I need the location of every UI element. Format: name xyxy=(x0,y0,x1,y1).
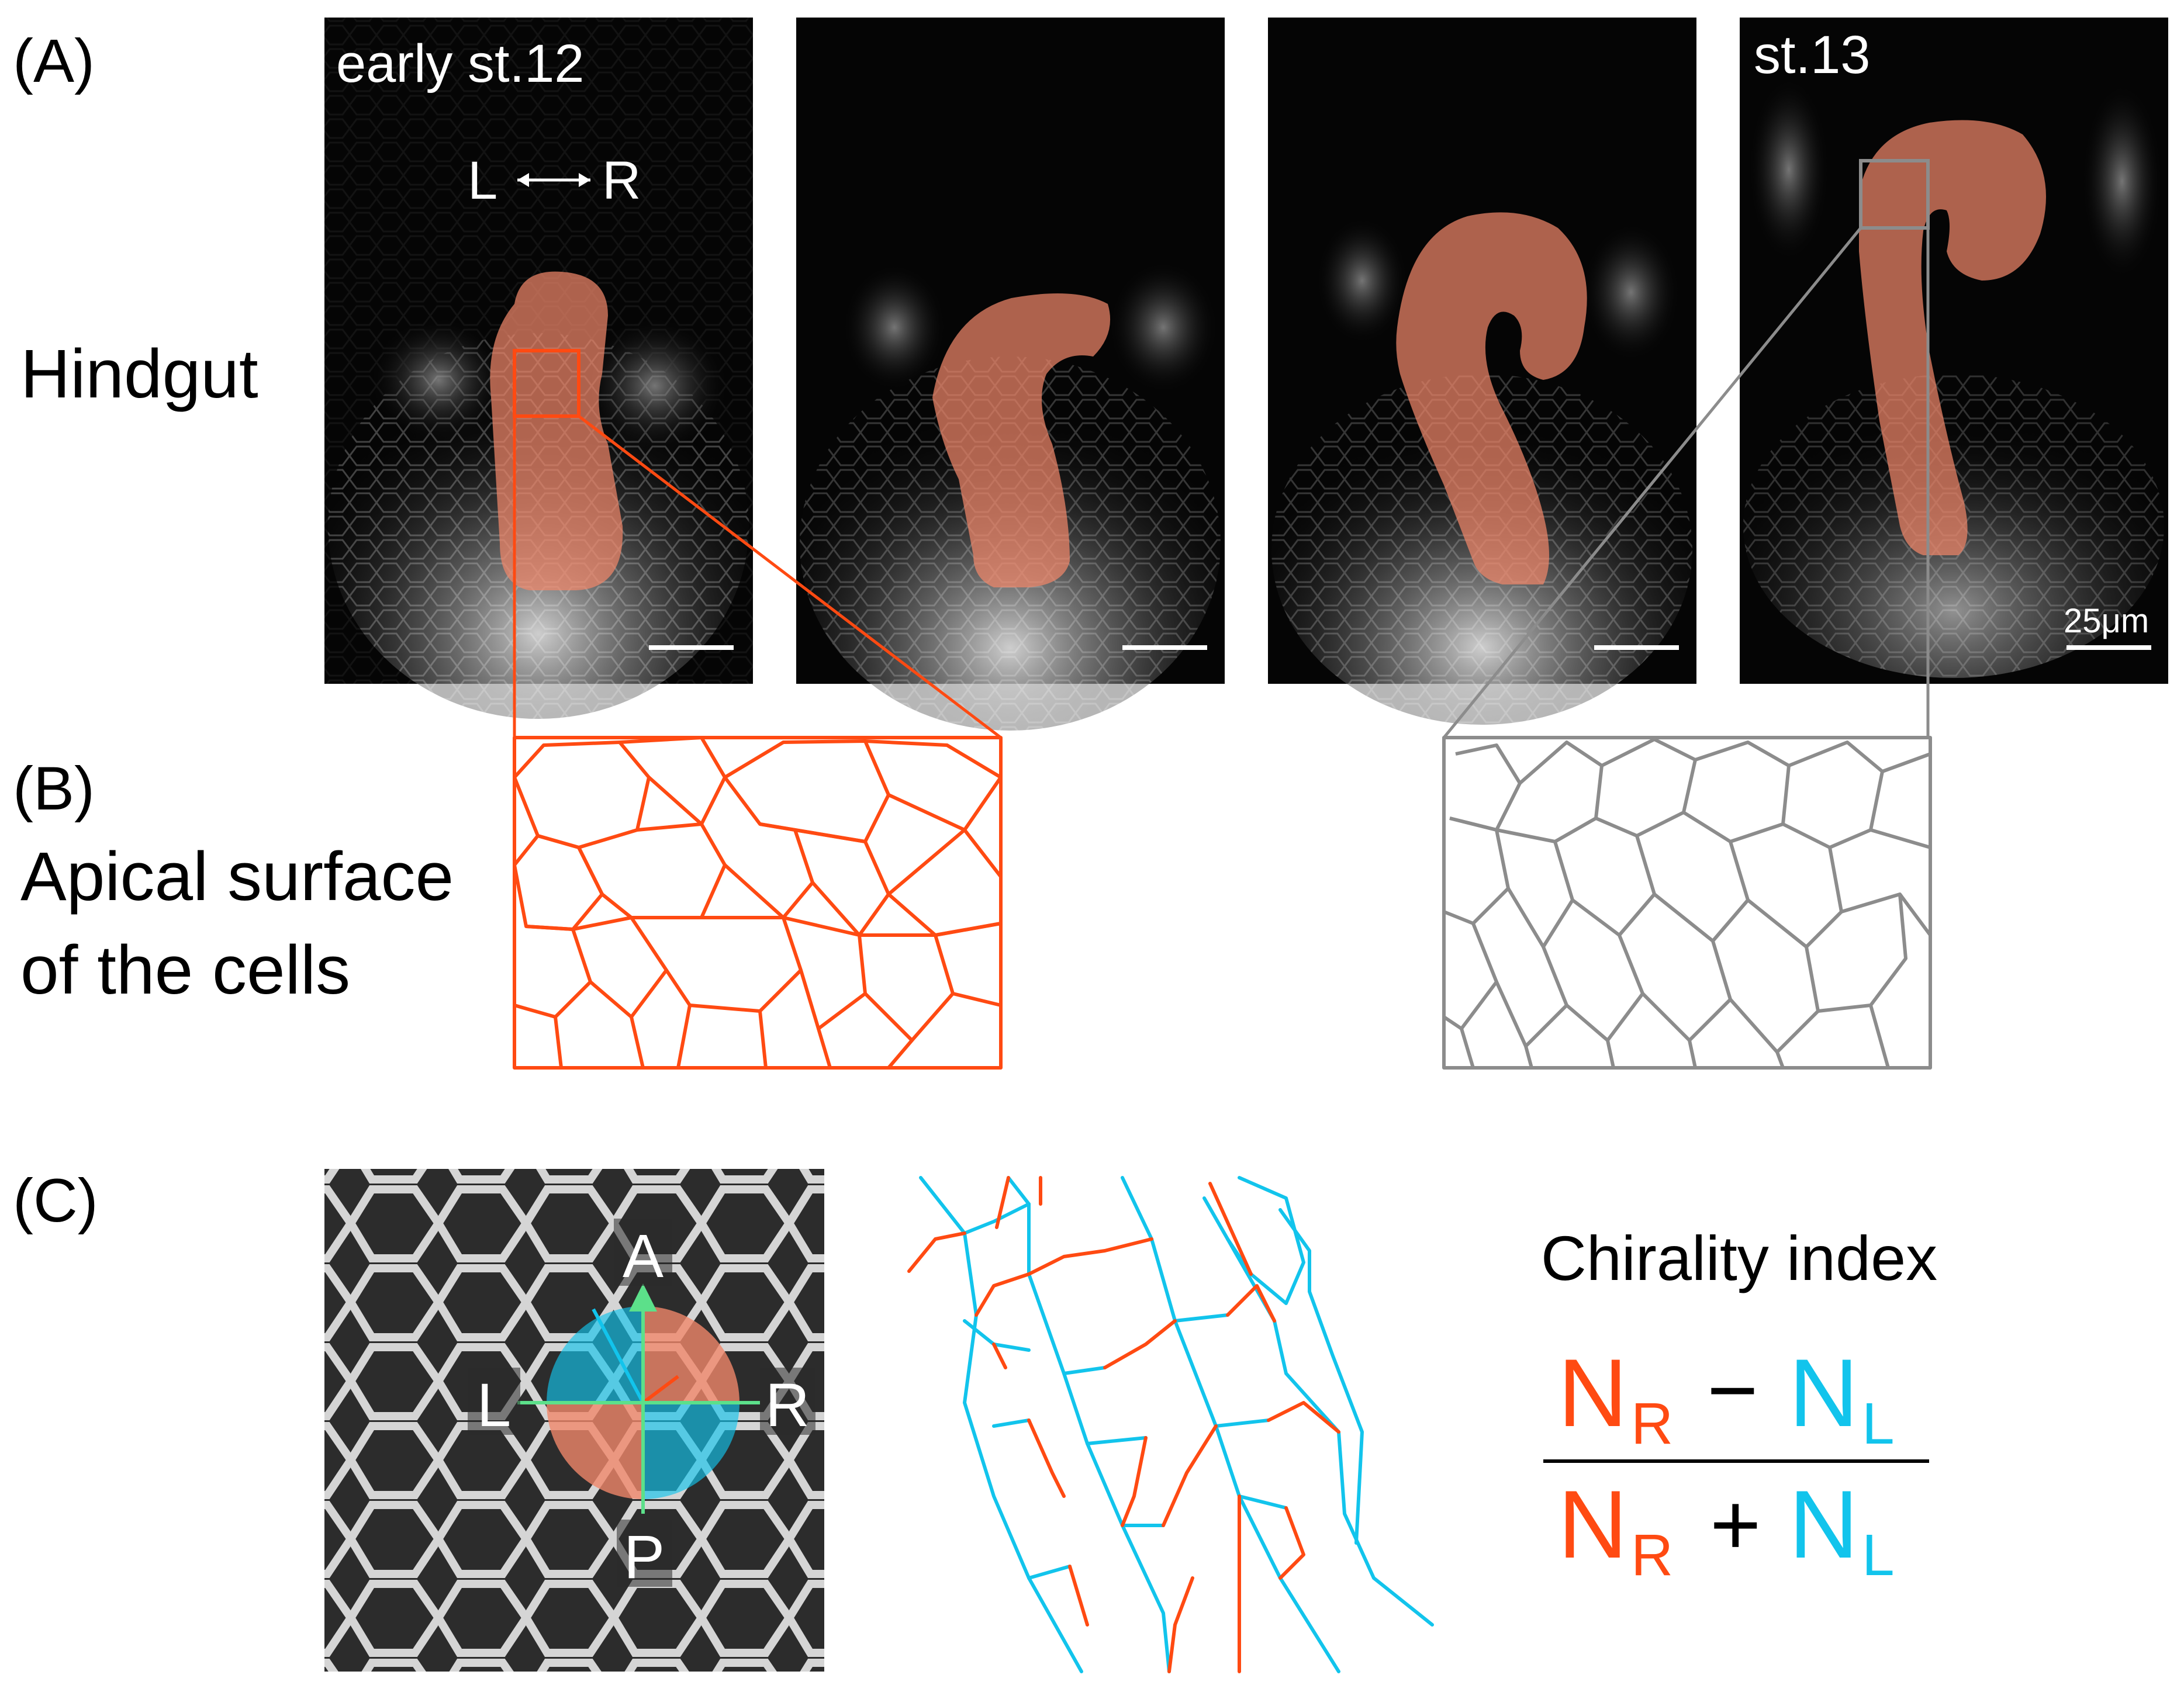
stage-label-st13: st.13 xyxy=(1754,25,1870,85)
numerator-n-right: N xyxy=(1558,1339,1627,1447)
hindgut-overlay xyxy=(490,271,623,591)
dial-label-r: R xyxy=(765,1371,810,1440)
chirality-index-title: Chirality index xyxy=(1541,1223,1937,1293)
direction-dial xyxy=(517,1283,760,1514)
micrograph-stage-3 xyxy=(1268,18,1696,725)
micrograph-st13: st.13 25μm xyxy=(1740,18,2168,684)
scalebar-text: 25μm xyxy=(2064,602,2149,640)
dial-label-a: A xyxy=(623,1222,664,1290)
hindgut-row-label: Hindgut xyxy=(20,335,258,413)
micrograph-early-st12: early st.12 L R xyxy=(324,18,753,719)
dial-label-p: P xyxy=(624,1523,665,1591)
numerator-n-left: N xyxy=(1789,1339,1858,1447)
junction-chirality-drawing xyxy=(907,1176,1434,1673)
denominator-n-left: N xyxy=(1789,1470,1858,1578)
panel-a-label: (A) xyxy=(13,27,95,95)
zoom-box-left xyxy=(513,349,580,418)
chirality-index-formula: Chirality index N R − N L N R + N L xyxy=(1541,1223,1937,1588)
apical-label-line1: Apical surface xyxy=(20,838,454,915)
micrograph-stage-2 xyxy=(796,18,1225,731)
denominator-plus: + xyxy=(1710,1475,1761,1573)
denominator-sub-left: L xyxy=(1862,1523,1895,1588)
cell-outline-early xyxy=(513,736,1003,1070)
cell-outline-st13 xyxy=(1442,736,1932,1070)
dial-label-l: L xyxy=(477,1371,511,1440)
hindgut-overlay xyxy=(1396,212,1587,584)
stage-label-early-st12: early st.12 xyxy=(336,34,584,94)
zoom-connector xyxy=(1443,227,1862,739)
zoom-connector xyxy=(578,415,1002,739)
denominator-n-right: N xyxy=(1558,1470,1627,1578)
axis-label-l: L xyxy=(468,151,497,210)
numerator-sub-left: L xyxy=(1862,1391,1895,1456)
apical-label-line2: of the cells xyxy=(20,932,350,1009)
zoom-box-right xyxy=(1859,159,1930,230)
panel-b-label: (B) xyxy=(13,755,95,823)
axis-label-r: R xyxy=(602,151,641,210)
numerator-minus: − xyxy=(1707,1341,1758,1439)
denominator-sub-right: R xyxy=(1631,1523,1673,1588)
hindgut-overlay xyxy=(932,293,1111,587)
panel-c-label: (C) xyxy=(13,1167,98,1235)
numerator-sub-right: R xyxy=(1631,1391,1673,1456)
